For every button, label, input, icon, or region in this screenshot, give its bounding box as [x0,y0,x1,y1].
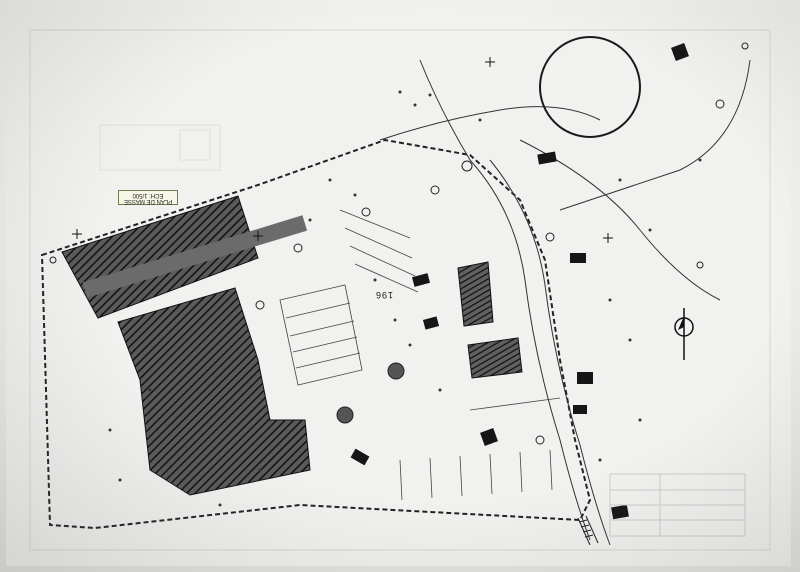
north-arrow-icon [674,308,694,360]
building-main [117,287,311,496]
title-block [609,473,746,537]
parking-grid [279,209,561,501]
passage-strip [82,215,308,298]
elevation-label: 196 [375,290,394,300]
grid-crosshairs [72,57,613,243]
tree-symbols [49,42,749,445]
drawing-frame [29,29,771,551]
tree-blocks [350,43,689,520]
building-east-1 [457,261,494,327]
survey-points [108,90,702,507]
ghost-print [99,124,221,171]
stairs [577,515,599,546]
access-road [379,59,751,546]
building-east-2 [467,337,523,379]
roundabout-circle [539,36,641,138]
plan-title-box: PLAN DE MASSE ECH: 1/500 [118,190,178,205]
plan-title: PLAN DE MASSE [123,198,173,204]
